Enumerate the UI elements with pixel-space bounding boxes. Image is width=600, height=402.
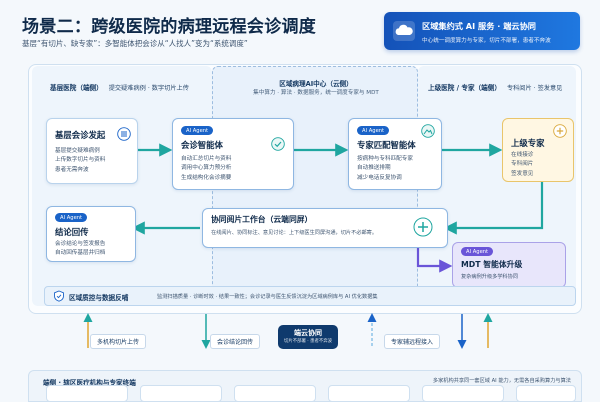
column-middle-desc: 集中算力 · 算法 · 数据服务，统一调度专家与 MDT xyxy=(253,90,379,96)
node-expert-match-agent-line: 减少电话反复协调 xyxy=(357,174,402,181)
hero-subtitle: 中心统一调度算力与专家，切片不部署，患者不奔波 xyxy=(422,38,551,44)
plus-circle-icon xyxy=(413,217,433,237)
node-senior-expert-line: 专科阅片 xyxy=(511,161,534,168)
flow-label-remote: 专家辅远程接入 xyxy=(384,334,441,349)
shield-icon xyxy=(54,290,64,302)
core-title: 端云协同 xyxy=(294,329,322,337)
node-initiate-line: 基层提交疑难病例 xyxy=(55,148,100,154)
check-circle-icon xyxy=(271,137,285,151)
node-consult-agent-line: 生成结构化会诊摘要 xyxy=(181,174,232,181)
terminal-tile xyxy=(140,385,222,402)
node-initiate-title: 基层会诊发起 xyxy=(55,130,106,140)
node-result-return-title: 结论回传 xyxy=(55,227,89,237)
bottom-title: 端侧 · 辖区医疗机构与专家终端 xyxy=(43,379,136,387)
node-expert-match-agent[interactable]: AI Agent 专家匹配智能体 按病种与专科匹配专家 自动推送排期 减少电话反… xyxy=(348,118,442,190)
column-middle-title: 区域病理AI中心（云侧） xyxy=(279,80,353,88)
node-consult-agent-line: 自动汇总切片与资料 xyxy=(181,156,232,162)
node-senior-expert-line: 签发意见 xyxy=(511,170,534,177)
node-consult-agent[interactable]: AI Agent 会诊智能体 自动汇总切片与资料 调用中心算力预分析 生成结构化… xyxy=(172,118,294,190)
node-initiate-line: 上传数字切片与资料 xyxy=(55,157,106,164)
node-initiate-lines: 基层提交疑难病例 上传数字切片与资料 患者无需奔波 xyxy=(55,147,105,175)
terminal-tile xyxy=(46,385,128,402)
column-left-title: 基层医院（端侧） xyxy=(50,84,103,92)
node-mdt-agent[interactable]: AI Agent MDT 智能体升级 复杂病例升级多学科协同 xyxy=(452,242,566,288)
core-subtitle: 切片不部署 · 患者不奔波 xyxy=(283,339,333,344)
node-collab-workbench[interactable]: 协同阅片工作台（云端同屏） 在线阅片、协同标注、意见讨论：上下级医生同屏沟通，切… xyxy=(202,208,448,248)
hero-banner: 区域集约式 AI 服务 · 端云协同 中心统一调度算力与专家，切片不部署，患者不… xyxy=(384,12,580,50)
node-result-return-lines: 会诊结论与签发报告 自动回传基层并归档 xyxy=(55,240,105,259)
arrow-expert-to-workbench xyxy=(443,180,544,235)
ai-agent-badge: AI Agent xyxy=(357,126,390,135)
node-mdt-agent-title: MDT 智能体升级 xyxy=(461,260,523,269)
page-title: 场景二：跨级医院的病理远程会诊调度 xyxy=(22,17,317,37)
list-icon xyxy=(117,127,131,141)
node-consult-agent-title: 会诊智能体 xyxy=(181,140,223,150)
arrow-workbench-to-mdt xyxy=(416,248,453,273)
column-left-header: 基层医院（端侧） 提交疑难病例 · 数字切片上传 xyxy=(50,82,189,92)
page-subtitle: 基层“有切片、缺专家”：多智能体把会诊从“人找人”变为“系统调度” xyxy=(22,39,248,48)
node-consult-agent-lines: 自动汇总切片与资料 调用中心算力预分析 生成结构化会诊摘要 xyxy=(181,155,231,183)
node-collab-workbench-title: 协同阅片工作台（云端同屏） xyxy=(211,215,313,224)
quality-control-desc: 监测扫描质量 · 诊断时效 · 结果一致性；会诊记录与医生反馈沉淀为区域病例库与… xyxy=(157,293,378,300)
hero-title: 区域集约式 AI 服务 · 端云协同 xyxy=(422,21,536,31)
node-senior-expert-title: 上级专家 xyxy=(511,138,545,148)
node-senior-expert-lines: 在线接诊 专科阅片 签发意见 xyxy=(511,151,533,179)
column-right-header: 上级医院 / 专家（端侧） 专科阅片 · 签发意见 xyxy=(428,82,562,92)
node-result-return-line: 自动回传基层并归档 xyxy=(55,250,106,257)
node-senior-expert[interactable]: 上级专家 在线接诊 专科阅片 签发意见 xyxy=(502,118,574,182)
terminal-tile xyxy=(234,385,316,402)
node-expert-match-agent-title: 专家匹配智能体 xyxy=(357,140,416,150)
node-result-return[interactable]: AI Agent 结论回传 会诊结论与签发报告 自动回传基层并归档 xyxy=(46,206,136,262)
node-expert-match-agent-line: 自动推送排期 xyxy=(357,165,391,172)
node-mdt-agent-desc: 复杂病例升级多学科协同 xyxy=(461,274,519,280)
node-expert-match-agent-line: 按病种与专科匹配专家 xyxy=(357,156,413,162)
node-consult-agent-line: 调用中心算力预分析 xyxy=(181,165,232,172)
flow-label-return: 会诊结论回传 xyxy=(210,334,261,349)
terminal-tile xyxy=(328,385,410,402)
column-left-desc: 提交疑难病例 · 数字切片上传 xyxy=(108,85,189,92)
column-right-title: 上级医院 / 专家（端侧） xyxy=(428,84,501,92)
node-expert-match-agent-lines: 按病种与专科匹配专家 自动推送排期 减少电话反复协调 xyxy=(357,155,413,183)
quality-control-bar: 区域质控与数据反哺 监测扫描质量 · 诊断时效 · 结果一致性；会诊记录与医生反… xyxy=(44,286,576,306)
mountain-icon xyxy=(421,124,435,138)
plus-circle-icon xyxy=(553,124,567,138)
column-right-desc: 专科阅片 · 签发意见 xyxy=(506,85,563,92)
node-initiate-line: 患者无需奔波 xyxy=(55,166,89,173)
node-collab-workbench-desc: 在线阅片、协同标注、意见讨论：上下级医生同屏沟通，切片不必邮寄。 xyxy=(211,230,378,236)
flow-label-upload: 多机构切片上传 xyxy=(90,334,147,349)
node-initiate[interactable]: 基层会诊发起 基层提交疑难病例 上传数字切片与资料 患者无需奔波 xyxy=(46,118,138,184)
ai-agent-badge: AI Agent xyxy=(55,213,88,222)
terminal-tile xyxy=(516,385,576,402)
bottom-desc: 多家机构共享同一套区域 AI 能力，无需各自采购算力与算法 xyxy=(432,378,571,384)
terminal-tile xyxy=(422,385,504,402)
node-senior-expert-line: 在线接诊 xyxy=(511,152,534,158)
edge-cloud-core-badge: 端云协同 切片不部署 · 患者不奔波 xyxy=(278,325,338,349)
ai-agent-badge: AI Agent xyxy=(181,126,214,135)
quality-control-title: 区域质控与数据反哺 xyxy=(69,294,129,302)
cloud-icon xyxy=(393,21,415,41)
ai-agent-badge: AI Agent xyxy=(461,247,494,256)
node-result-return-line: 会诊结论与签发报告 xyxy=(55,241,106,247)
